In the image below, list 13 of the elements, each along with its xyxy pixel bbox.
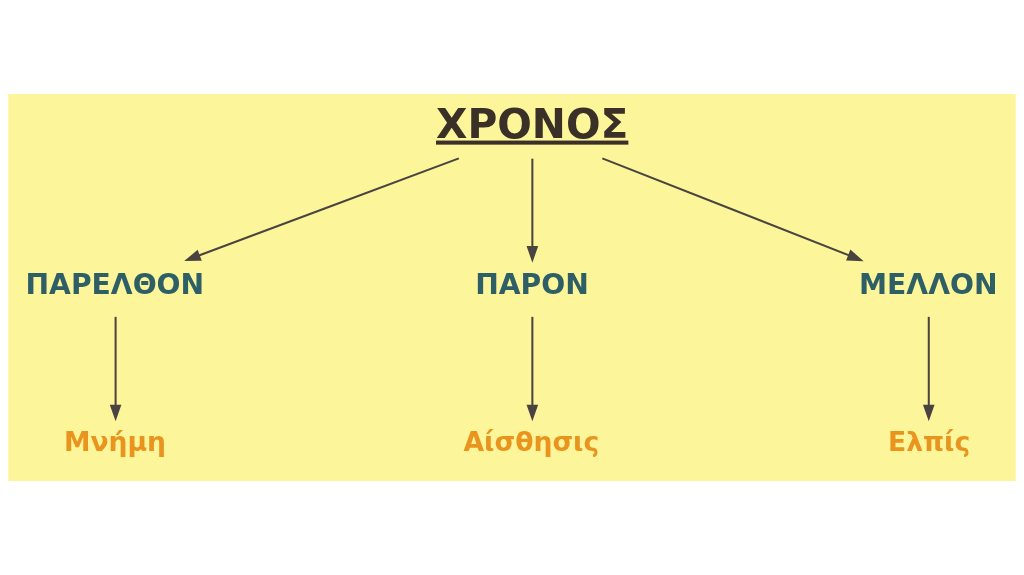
arrow [109,316,122,422]
arrow [526,316,539,422]
node-text: ΠΑΡΟΝ [475,267,589,301]
node-text: ΠΑΡΕΛΘΟΝ [25,267,205,301]
arrow [526,158,539,263]
node-text: Μνήμη [63,426,167,458]
arrow [922,316,935,422]
node-text: ΧΡΟΝΟΣ [436,99,629,148]
arrow [184,157,460,262]
node-text: Ελπίς [888,426,971,458]
node-text: ΜΕΛΛΟΝ [859,267,998,301]
arrow [601,157,864,262]
node-text: Αίσθησις [463,426,600,458]
